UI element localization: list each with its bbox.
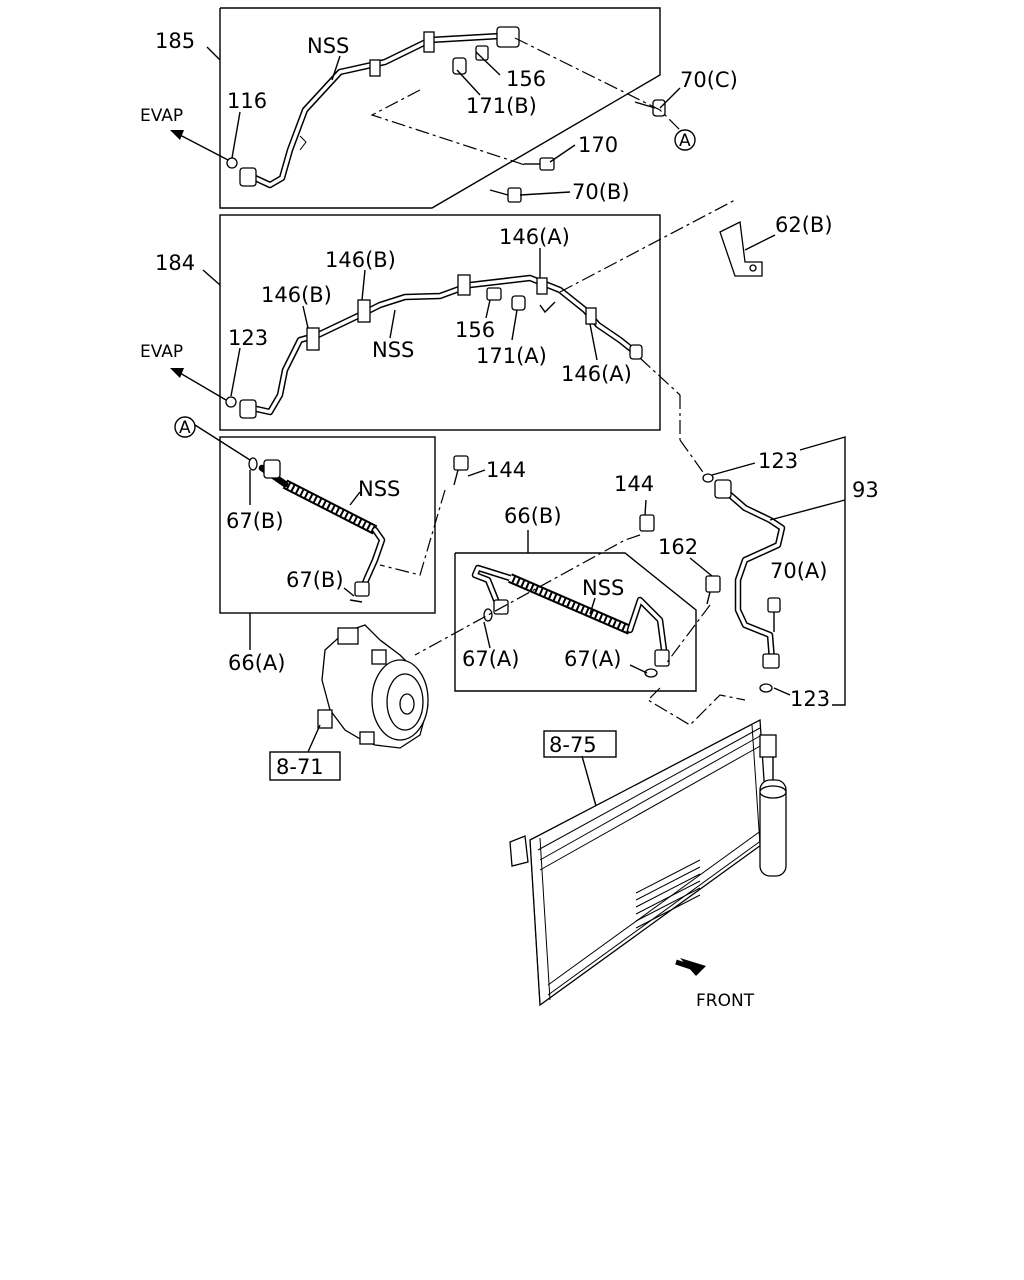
label-146b-upper: 146(B) bbox=[325, 248, 396, 272]
label-146a-upper: 146(A) bbox=[499, 225, 570, 249]
label-70b: 70(B) bbox=[572, 180, 630, 204]
label-67b-lower: 67(B) bbox=[286, 568, 344, 592]
label-123-lower: 123 bbox=[790, 687, 830, 711]
label-123-upper: 123 bbox=[228, 326, 268, 350]
label-171a: 171(A) bbox=[476, 344, 547, 368]
label-67b-upper: 67(B) bbox=[226, 509, 284, 533]
label-185: 185 bbox=[155, 29, 195, 53]
label-nss-184: NSS bbox=[372, 338, 414, 362]
circle-a-label-2: A bbox=[179, 418, 191, 438]
label-70a: 70(A) bbox=[770, 559, 827, 583]
group-185 bbox=[170, 7, 696, 209]
label-146a-lower: 146(A) bbox=[561, 362, 632, 386]
label-184: 184 bbox=[155, 251, 195, 275]
label-93: 93 bbox=[852, 478, 879, 502]
group-184 bbox=[170, 199, 736, 431]
label-nss-66a: NSS bbox=[358, 477, 400, 501]
ref-8-71[interactable]: 8-71 bbox=[276, 755, 324, 779]
condenser bbox=[509, 718, 787, 1007]
label-146b-lower: 146(B) bbox=[261, 283, 332, 307]
label-156-lower: 156 bbox=[455, 318, 495, 342]
label-66a: 66(A) bbox=[228, 651, 285, 675]
label-front: FRONT bbox=[696, 991, 755, 1011]
group-66a bbox=[174, 416, 486, 650]
bracket-62b bbox=[719, 221, 776, 277]
label-62b: 62(B) bbox=[775, 213, 833, 237]
label-144-left: 144 bbox=[486, 458, 526, 482]
label-156-upper: 156 bbox=[506, 67, 546, 91]
label-nss-185: NSS bbox=[307, 34, 349, 58]
label-nss-66b: NSS bbox=[582, 576, 624, 600]
label-123-middle: 123 bbox=[758, 449, 798, 473]
label-67a-right: 67(A) bbox=[564, 647, 621, 671]
label-66b: 66(B) bbox=[504, 504, 562, 528]
pipe-93 bbox=[639, 357, 846, 706]
ref-8-75[interactable]: 8-75 bbox=[549, 733, 597, 757]
circle-a-label-1: A bbox=[679, 131, 691, 151]
label-170: 170 bbox=[578, 133, 618, 157]
label-67a-left: 67(A) bbox=[462, 647, 519, 671]
label-70c: 70(C) bbox=[680, 68, 738, 92]
label-116: 116 bbox=[227, 89, 267, 113]
label-evap-2: EVAP bbox=[140, 342, 183, 362]
label-144-right: 144 bbox=[614, 472, 654, 496]
label-162: 162 bbox=[658, 535, 698, 559]
ref-box-8-71[interactable] bbox=[269, 751, 341, 781]
compressor bbox=[307, 624, 429, 753]
ref-box-8-75[interactable] bbox=[543, 730, 617, 758]
label-evap-1: EVAP bbox=[140, 106, 183, 126]
label-171b: 171(B) bbox=[466, 94, 537, 118]
group-66b bbox=[414, 499, 746, 726]
